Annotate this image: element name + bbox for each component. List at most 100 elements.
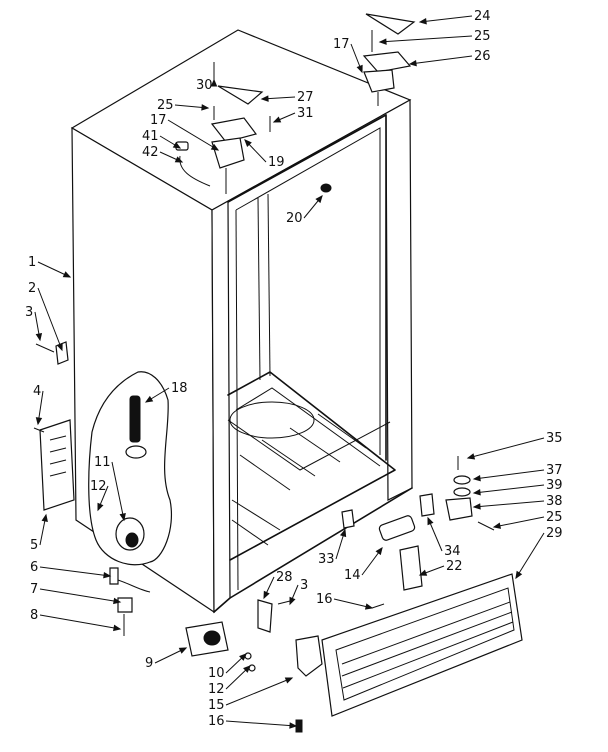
callout-arrowhead: [466, 453, 476, 460]
callout-arrowhead: [119, 512, 126, 522]
callout-label: 16: [208, 714, 225, 729]
callout-leader: [379, 35, 473, 43]
callout-arrowhead: [375, 546, 383, 556]
top-left-hinge: [175, 62, 271, 194]
callout-label: 34: [444, 544, 461, 559]
callout-arrowhead: [210, 78, 218, 87]
bracket: [39, 419, 75, 511]
callout-label: 17: [333, 37, 350, 52]
callout-arrowhead: [178, 647, 188, 654]
callout-label: 37: [546, 463, 563, 478]
callout-labels: 2425261730272531174142192012318435113712…: [25, 9, 563, 729]
callout-leader: [473, 469, 545, 480]
callout-leader: [39, 614, 121, 630]
callout-arrowhead: [62, 271, 72, 278]
callout-label: 24: [474, 9, 491, 24]
callout-label: 38: [546, 494, 563, 509]
callout-arrowhead: [472, 474, 481, 482]
callout-label: 2: [28, 281, 36, 296]
callout-leader: [467, 437, 545, 459]
callout-label: 9: [145, 656, 153, 671]
callout-arrowhead: [97, 502, 104, 512]
callout-leader: [493, 516, 545, 528]
callout-label: 39: [546, 478, 563, 493]
callout-arrowhead: [210, 143, 220, 151]
callout-arrowhead: [472, 503, 481, 510]
callout-label: 14: [344, 568, 361, 583]
callout-label: 5: [30, 538, 38, 553]
callout-label: 1: [28, 255, 36, 270]
callout-arrowhead: [356, 64, 363, 74]
callout-arrowhead: [174, 156, 184, 163]
callout-arrowhead: [515, 570, 523, 580]
callout-label: 35: [546, 431, 563, 446]
callout-arrowhead: [492, 522, 502, 529]
top-right-hinge: [362, 13, 416, 106]
base-grille: [321, 573, 523, 717]
callout-arrowhead: [272, 116, 282, 123]
callout-label: 3: [25, 305, 33, 320]
callout-leader: [409, 55, 473, 65]
callout-arrowhead: [284, 677, 294, 684]
callout-arrowhead: [243, 665, 251, 673]
callout-label: 17: [150, 113, 167, 128]
callout-label: 15: [208, 698, 225, 713]
callout-arrowhead: [339, 528, 347, 538]
callout-label: 8: [30, 608, 38, 623]
callout-label: 3: [300, 578, 308, 593]
left-side-parts: [33, 341, 151, 636]
callout-leader: [515, 532, 545, 579]
callout-label: 10: [208, 666, 225, 681]
callout-arrowhead: [244, 139, 252, 147]
callout-leader: [39, 566, 111, 577]
callout-label: 30: [196, 78, 213, 93]
callout-arrowhead: [418, 569, 428, 576]
callout-arrowhead: [172, 141, 182, 149]
callout-label: 41: [142, 129, 159, 144]
callout-label: 31: [297, 106, 314, 121]
callout-label: 11: [94, 455, 111, 470]
callout-label: 33: [318, 552, 335, 567]
callout-arrowhead: [103, 571, 112, 579]
callout-label: 25: [474, 29, 491, 44]
callout-arrowhead: [427, 516, 434, 526]
callout-label: 16: [316, 592, 333, 607]
callout-leader: [39, 588, 121, 603]
callout-arrowhead: [289, 722, 298, 729]
callout-arrowhead: [418, 18, 427, 25]
callout-arrowhead: [289, 596, 296, 606]
callout-label: 6: [30, 560, 38, 575]
callout-arrowhead: [239, 653, 247, 661]
callout-arrowhead: [56, 342, 63, 352]
callout-leader: [167, 119, 219, 151]
callout-label: 4: [33, 384, 41, 399]
callout-arrowhead: [35, 333, 43, 342]
callout-label: 29: [546, 526, 563, 541]
callout-label: 27: [297, 90, 314, 105]
rear-cutaway: [88, 371, 172, 566]
callout-arrowhead: [260, 95, 269, 102]
callout-label: 42: [142, 145, 159, 160]
callout-leader: [419, 15, 473, 23]
callout-label: 28: [276, 570, 293, 585]
callout-label: 7: [30, 582, 38, 597]
callout-leader: [333, 598, 373, 609]
callout-arrowhead: [41, 513, 48, 523]
callout-leader: [473, 484, 545, 494]
callout-label: 20: [286, 211, 303, 226]
grommet: [320, 183, 332, 193]
callout-label: 18: [171, 381, 188, 396]
callout-arrowhead: [315, 194, 323, 204]
callout-label: 12: [90, 479, 107, 494]
callout-arrowhead: [113, 597, 122, 605]
callout-leader: [473, 500, 545, 508]
callout-label: 25: [157, 98, 174, 113]
callout-arrowhead: [144, 395, 154, 403]
callout-label: 22: [446, 559, 463, 574]
callout-arrowhead: [408, 59, 417, 67]
callout-label: 19: [268, 155, 285, 170]
drain-tube: [129, 395, 141, 443]
callout-leader: [111, 461, 125, 521]
callout-arrowhead: [201, 104, 210, 111]
